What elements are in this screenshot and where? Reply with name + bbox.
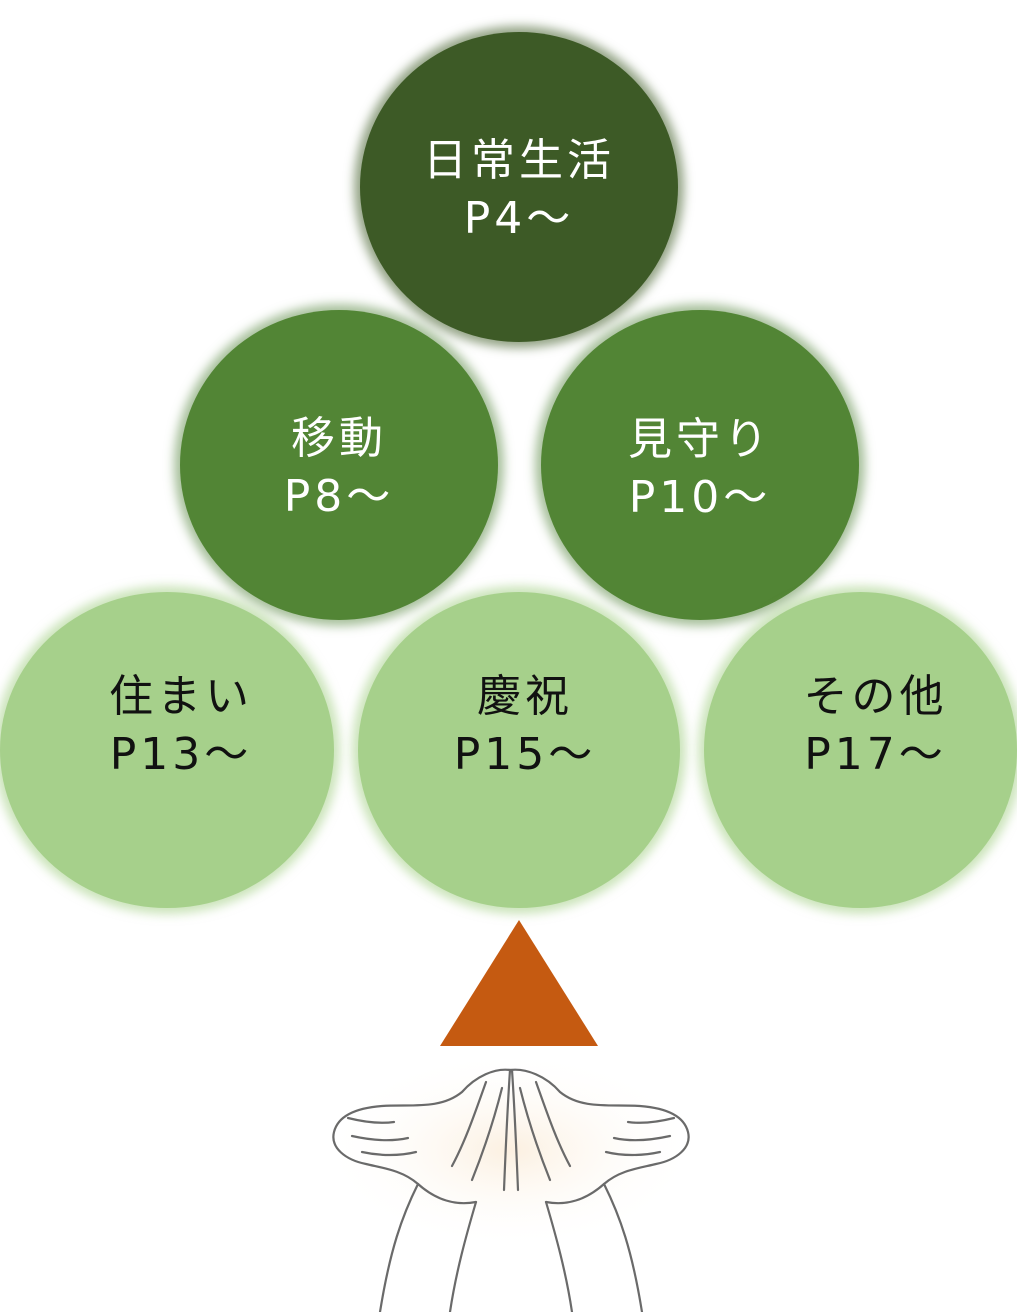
category-page: P8〜 <box>283 471 395 522</box>
category-circle-housing[interactable]: 住まい P13〜 <box>0 592 334 908</box>
category-page: P10〜 <box>628 472 772 523</box>
triangle-shape <box>440 920 598 1046</box>
category-circle-watching-over[interactable]: 見守り P10〜 <box>541 310 859 620</box>
category-circle-mobility[interactable]: 移動 P8〜 <box>180 310 498 620</box>
category-title: 慶祝 <box>477 671 573 722</box>
category-title: その他 <box>803 671 948 722</box>
cupped-hands-illustration <box>320 1050 700 1312</box>
category-title: 日常生活 <box>423 135 615 186</box>
category-page: P13〜 <box>109 729 253 780</box>
category-page: P17〜 <box>804 729 947 780</box>
category-title: 住まい <box>109 671 253 722</box>
category-page: P4〜 <box>463 193 575 244</box>
category-title: 見守り <box>628 414 772 465</box>
up-triangle-icon <box>440 920 598 1046</box>
category-page: P15〜 <box>453 729 597 780</box>
category-circle-daily-life[interactable]: 日常生活 P4〜 <box>360 32 678 342</box>
category-title: 移動 <box>291 413 387 464</box>
category-circle-celebration[interactable]: 慶祝 P15〜 <box>358 592 680 908</box>
category-circle-other[interactable]: その他 P17〜 <box>704 592 1017 908</box>
